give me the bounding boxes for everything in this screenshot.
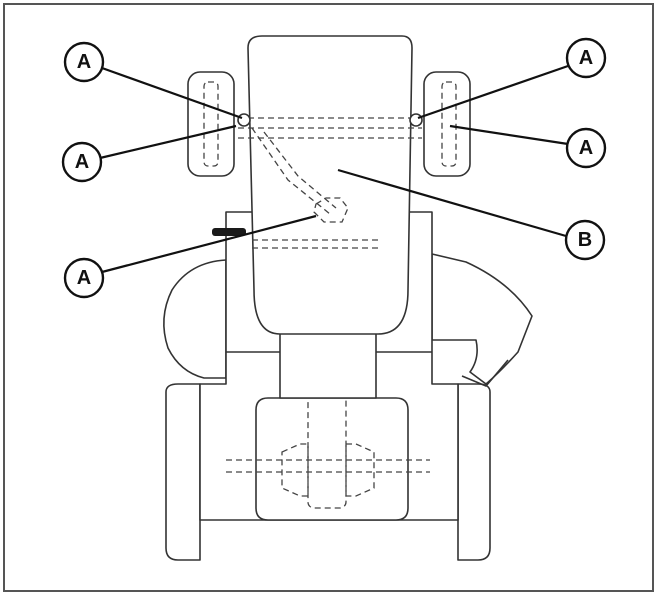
leader-a-mid-right <box>449 124 569 146</box>
leader-a-bottom-left <box>101 214 317 274</box>
differential-hidden <box>281 443 375 497</box>
front-tire-right <box>423 71 471 177</box>
callout-b: B <box>564 219 606 261</box>
callout-label: A <box>77 51 91 73</box>
front-spindle-right-hidden <box>441 81 457 167</box>
front-tire-left <box>187 71 235 177</box>
rear-axle-housing <box>255 397 409 521</box>
rear-tire-right <box>457 383 491 561</box>
front-axle-hidden <box>238 117 422 139</box>
fender-left <box>163 259 227 379</box>
fender-right <box>431 253 533 385</box>
center-frame <box>279 331 377 399</box>
callout-label: A <box>579 47 593 69</box>
front-pivot-right <box>409 113 423 127</box>
fender-right-edge <box>461 359 509 387</box>
steering-linkage-hidden <box>251 127 337 215</box>
leader-a-top-left <box>101 66 243 120</box>
callout-label: A <box>77 267 91 289</box>
leader-a-top-right <box>417 64 569 120</box>
rear-tire-left <box>165 383 201 561</box>
callout-a-top-right: A <box>565 37 607 79</box>
hood <box>247 35 413 335</box>
callout-label: B <box>578 229 592 251</box>
lever-handle <box>212 228 246 236</box>
front-spindle-left-hidden <box>203 81 219 167</box>
callout-a-mid-right: A <box>565 127 607 169</box>
leader-b <box>337 168 567 238</box>
steering-pivot-hidden <box>313 197 349 223</box>
callout-a-top-left: A <box>63 41 105 83</box>
callout-label: A <box>75 151 89 173</box>
leader-a-mid-left <box>99 124 237 160</box>
front-pivot-left <box>237 113 251 127</box>
callout-a-bottom-left: A <box>63 257 105 299</box>
callout-label: A <box>579 137 593 159</box>
callout-a-mid-left: A <box>61 141 103 183</box>
